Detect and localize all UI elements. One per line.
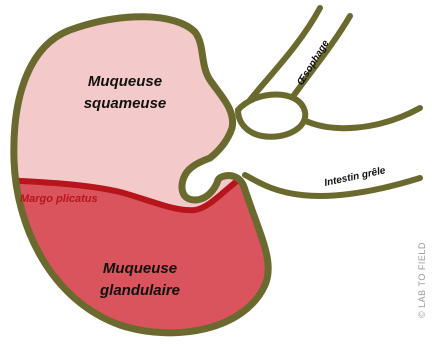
pyloric-loop: [238, 95, 305, 137]
squamous-label-line1: Muqueuse: [88, 73, 162, 90]
squamous-label-line2: squameuse: [84, 95, 167, 112]
glandular-label-line2: glandulaire: [99, 282, 180, 299]
credit-text: © LAB TO FIELD: [417, 242, 427, 318]
glandular-label-line1: Muqueuse: [103, 260, 177, 277]
margo-plicatus-label: Margo plicatus: [20, 193, 98, 205]
intestine-label: Intestin grêle: [323, 165, 387, 189]
oesophagus-label: Œsophage: [295, 38, 332, 88]
